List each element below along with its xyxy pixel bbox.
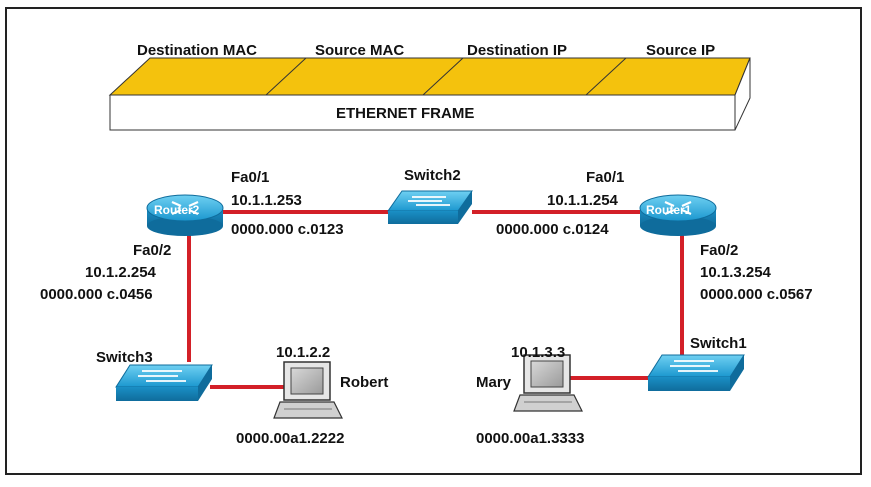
router1-fa01-ip: 10.1.1.254 [547, 193, 618, 208]
frame-field-destination-ip: Destination IP [467, 43, 567, 58]
router2-fa02-mac: 0000.000 c.0456 [40, 287, 153, 302]
router2-fa01-mac: 0000.000 c.0123 [231, 222, 344, 237]
router1-name: Router1 [646, 204, 691, 216]
router2-fa02-name: Fa0/2 [133, 243, 171, 258]
router1-fa01-mac: 0000.000 c.0124 [496, 222, 609, 237]
pc-keyboard [514, 395, 582, 411]
switch1 [648, 355, 744, 391]
router2-name: Router2 [154, 204, 199, 216]
router2-fa01-ip: 10.1.1.253 [231, 193, 302, 208]
frame-field-destination-mac: Destination MAC [137, 43, 257, 58]
frame-header-strip [110, 58, 750, 95]
switch2 [388, 191, 472, 224]
switch-front [388, 211, 458, 224]
switch-front [648, 377, 730, 391]
pc-keyboard [274, 402, 342, 418]
switch3-name: Switch3 [96, 350, 153, 365]
frame-label: ETHERNET FRAME [336, 106, 474, 121]
mary-name: Mary [476, 375, 511, 390]
router1-fa02-name: Fa0/2 [700, 243, 738, 258]
router1-fa01-name: Fa0/1 [586, 170, 624, 185]
switch3 [116, 365, 212, 401]
robert-ip: 10.1.2.2 [276, 345, 330, 360]
router2-fa02-ip: 10.1.2.254 [85, 265, 156, 280]
pc-icon [291, 368, 323, 394]
mary-mac: 0000.00a1.3333 [476, 431, 584, 446]
mary-ip: 10.1.3.3 [511, 345, 565, 360]
robert-mac: 0000.00a1.2222 [236, 431, 344, 446]
router1-fa02-mac: 0000.000 c.0567 [700, 287, 813, 302]
switch-front [116, 387, 198, 401]
robert-name: Robert [340, 375, 388, 390]
switch2-name: Switch2 [404, 168, 461, 183]
pc-icon [531, 361, 563, 387]
router1-fa02-ip: 10.1.3.254 [700, 265, 771, 280]
switch1-name: Switch1 [690, 336, 747, 351]
router2-fa01-name: Fa0/1 [231, 170, 269, 185]
frame-field-source-mac: Source MAC [315, 43, 404, 58]
frame-field-source-ip: Source IP [646, 43, 715, 58]
